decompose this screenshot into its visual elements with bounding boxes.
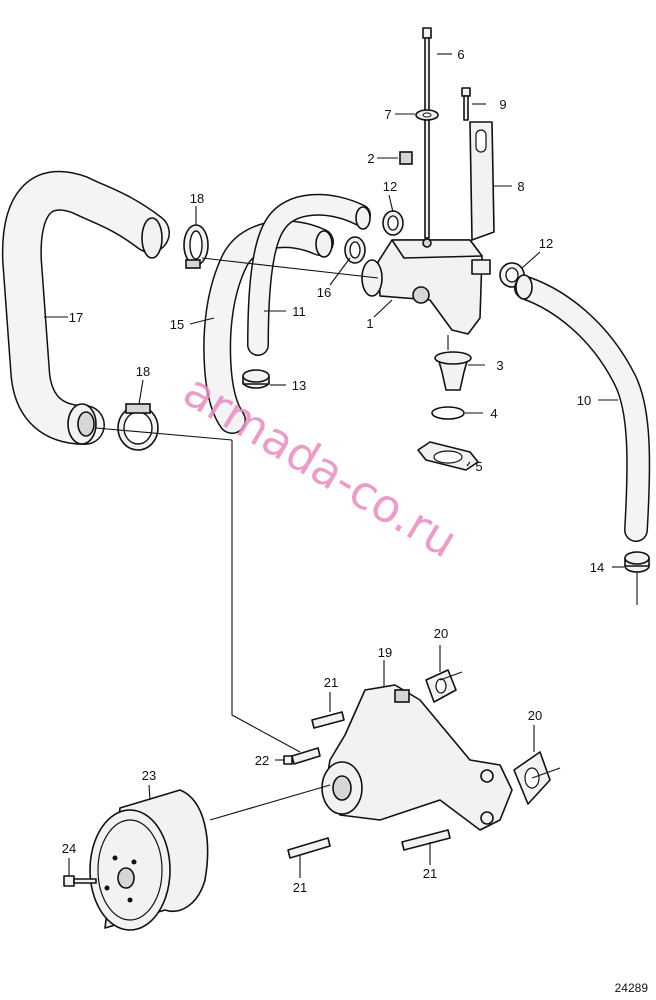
callout-5: 5: [475, 459, 482, 474]
callout-12-right: 12: [539, 236, 553, 251]
callout-19: 19: [378, 645, 392, 660]
callout-16: 16: [317, 285, 331, 300]
callout-14: 14: [590, 560, 604, 575]
callout-13: 13: [292, 378, 306, 393]
callout-21-left: 21: [293, 880, 307, 895]
stud-21-top: [311, 711, 345, 729]
callout-1: 1: [366, 316, 373, 331]
bolt-9: [461, 87, 471, 121]
gasket-5: [417, 441, 479, 471]
callout-20-right: 20: [528, 708, 542, 723]
thermostat-housing-1: [361, 238, 491, 335]
hose-clamp-18-bottom: [117, 403, 159, 451]
callout-24: 24: [62, 841, 76, 856]
callout-10: 10: [577, 393, 591, 408]
washer-7: [415, 109, 439, 121]
bracket-8: [469, 121, 495, 241]
callout-4: 4: [490, 406, 497, 421]
water-pump-19: [321, 684, 513, 831]
callout-21-right: 21: [423, 866, 437, 881]
plug-2: [399, 151, 413, 165]
hose-11: [247, 193, 371, 356]
hose-clamp-13: [242, 369, 270, 389]
callout-8: 8: [517, 179, 524, 194]
watermark: armada-co.ru: [174, 363, 466, 568]
callout-9: 9: [499, 97, 506, 112]
figure-reference: 24289: [615, 981, 649, 995]
hose-clamp-18-top: [183, 224, 209, 269]
callout-6: 6: [457, 47, 464, 62]
callout-18-bottom: 18: [136, 364, 150, 379]
callout-labels: 1 2 3 4 5 6 7 8 9 10 11 12 12 13 14 15 1…: [62, 47, 604, 895]
callout-7: 7: [384, 107, 391, 122]
bolt-6: [422, 27, 432, 239]
callout-2: 2: [367, 151, 374, 166]
callout-15: 15: [170, 317, 184, 332]
stud-21-right: [401, 829, 451, 851]
pulley-23: [89, 789, 209, 931]
callout-20-top: 20: [434, 626, 448, 641]
callout-23: 23: [142, 768, 156, 783]
stud-21-left: [287, 837, 331, 859]
hose-clamp-14: [624, 551, 650, 573]
callout-21-top: 21: [324, 675, 338, 690]
callout-12-left: 12: [383, 179, 397, 194]
callout-11: 11: [292, 304, 306, 319]
callout-3: 3: [496, 358, 503, 373]
gasket-20-top: [425, 669, 457, 703]
leader-lines: [44, 53, 624, 878]
o-ring-4: [431, 406, 465, 420]
callout-18-top: 18: [190, 191, 204, 206]
callout-22: 22: [255, 753, 269, 768]
hose-10: [514, 274, 651, 542]
hose-clamp-16: [344, 236, 366, 264]
hose-17: [1, 170, 170, 445]
thermostat-3: [434, 351, 472, 391]
callout-17: 17: [69, 310, 83, 325]
assembly-lines: [95, 257, 638, 821]
bolt-22: [283, 747, 321, 765]
hose-clamp-12-left: [382, 210, 404, 236]
